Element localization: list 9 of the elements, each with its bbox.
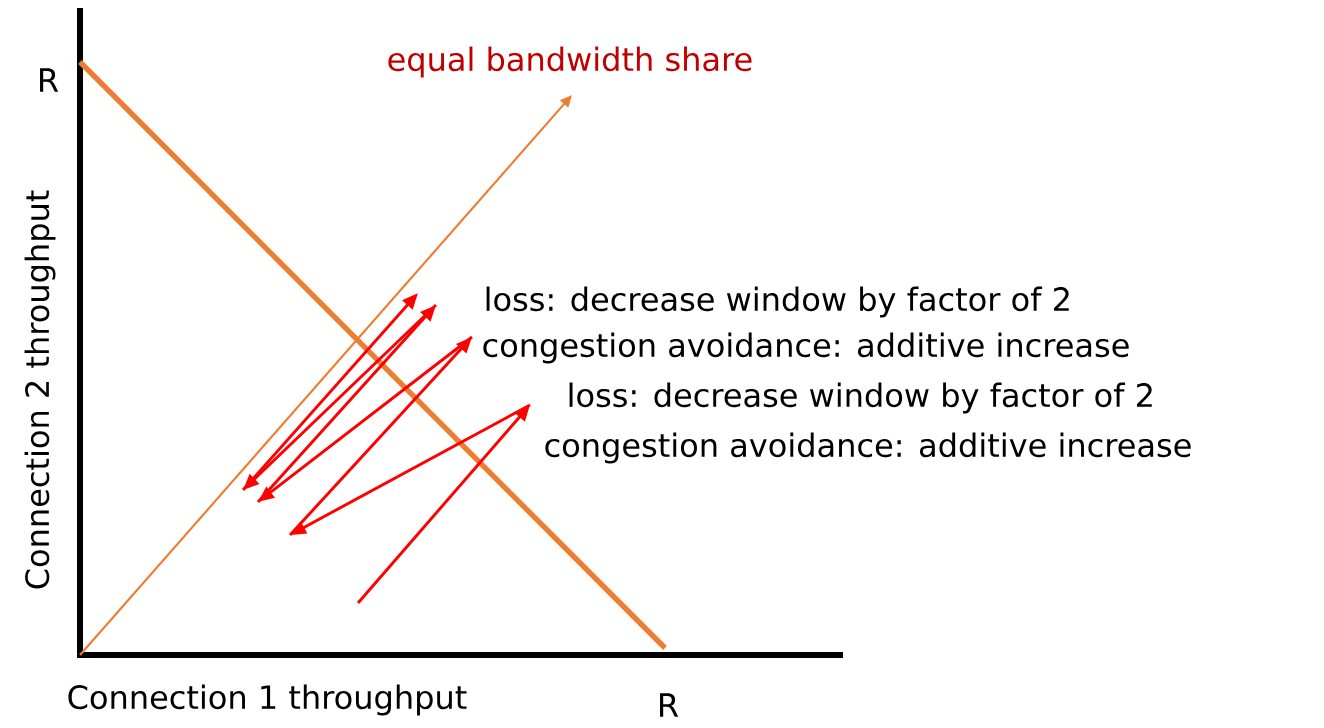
axis-label: R bbox=[660, 693, 679, 717]
annotation: loss: decrease window by factor of 2 bbox=[486, 286, 1069, 318]
annotation: congestion avoidance: additive increase bbox=[483, 332, 1129, 364]
annotation: congestion avoidance: additive increase bbox=[545, 432, 1191, 464]
axis-label: R bbox=[40, 68, 59, 92]
annotation: loss: decrease window by factor of 2 bbox=[569, 382, 1152, 414]
line-label: equal bandwidth share bbox=[388, 46, 752, 78]
axis-title: Connection 1 throughput bbox=[68, 684, 467, 716]
axis-title: Connection 2 throughput bbox=[24, 190, 56, 589]
